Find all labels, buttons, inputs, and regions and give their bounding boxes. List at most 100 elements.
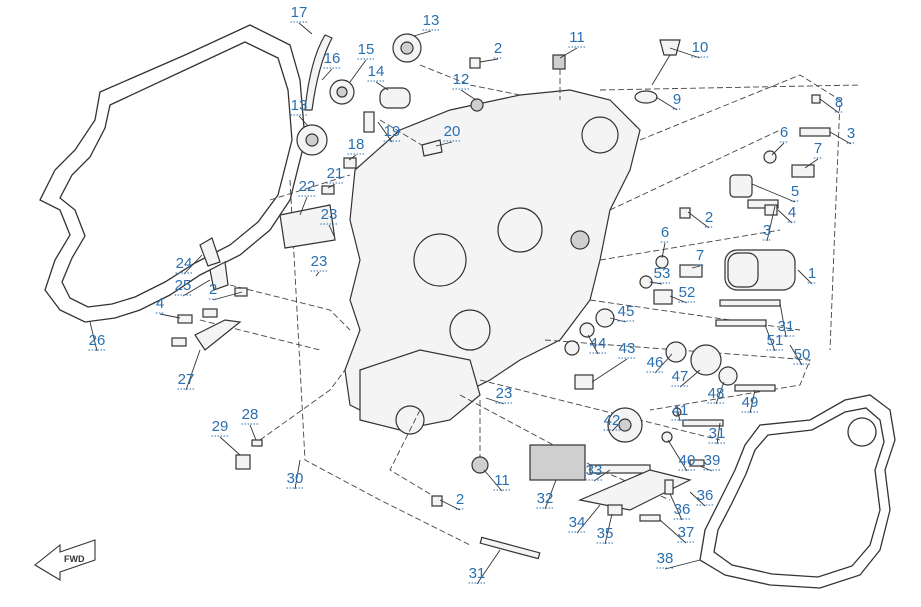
leader-line-30 [294,459,301,490]
leader-line-48 [715,381,725,405]
jet-18 [343,157,357,169]
bolt-4-left-b [171,337,187,347]
callout-labels: 1222233445667789101111121313141516171819… [88,4,856,584]
leader-line-2 [687,211,710,229]
callout-10: 10 [692,39,709,56]
leader-line-10 [669,47,701,59]
leader-line-6 [771,142,785,156]
leader-line-9 [655,96,678,111]
callout-11: 11 [494,472,510,489]
leader-line-28 [249,424,257,441]
leader-line-38 [664,559,701,570]
leader-line-11 [483,469,503,492]
callout-8: 8 [835,94,843,111]
callout-3: 3 [847,125,855,142]
seal-45 [595,308,615,328]
leader-line-40 [667,439,688,472]
leader-line-24 [183,254,203,275]
callout-24: 24 [176,255,193,272]
leader-line-34 [576,504,601,534]
dowel-2-top [469,57,481,69]
leader-line-16 [321,68,333,81]
leader-line-33 [593,469,611,482]
screen-11-bottom [471,456,489,474]
leader-line-46 [654,353,673,374]
callout-14: 14 [368,63,385,80]
callout-1: 1 [808,265,816,282]
leader-line-7 [691,265,701,269]
callout-35: 35 [597,525,614,542]
leader-line-47 [679,369,701,388]
leader-lines [89,22,852,585]
callout-43: 43 [619,340,636,357]
sleeve-14 [379,87,411,109]
crankcase-bearing-bore-top [581,116,619,154]
callout-38: 38 [657,550,674,567]
bushing-44 [564,340,580,356]
callout-7: 7 [696,247,704,264]
assembly-line [544,339,811,411]
plug-7-top [791,164,815,178]
leader-line-36 [669,493,683,521]
fitting-5 [729,174,753,198]
bearing-13-top-hub [400,41,414,55]
leader-line-23 [315,271,320,277]
callout-36: 36 [697,487,714,504]
right-gasket-inner [713,407,885,578]
liner-22 [279,204,336,249]
callout-31: 31 [778,318,795,335]
assembly-line [389,409,441,501]
gear-42-hub [618,418,632,432]
leader-line-51 [764,324,776,352]
crankcase-crank-bore [413,233,467,287]
assembly-line [599,84,861,91]
plug-29 [235,454,251,470]
callout-48: 48 [708,385,725,402]
callout-4: 4 [156,295,164,312]
leader-line-12 [460,89,477,101]
leader-line-43 [591,358,628,383]
assembly-line [419,64,521,96]
leader-line-37 [659,519,687,544]
callout-15: 15 [358,41,375,58]
callout-11: 11 [569,29,585,46]
callout-6: 6 [661,224,669,241]
leader-line-31 [716,422,721,445]
screen-11-top [552,54,566,70]
leader-line-49 [749,389,756,414]
callout-52: 52 [679,284,696,301]
bolt-37 [639,514,661,522]
plug-52 [653,289,673,305]
leader-line-29 [219,436,241,456]
callout-26: 26 [89,332,106,349]
leader-line-7 [804,158,819,169]
bolt-4-left-c [202,308,218,318]
leader-line-21 [327,183,336,189]
callout-4: 4 [788,204,796,221]
pipe-33 [589,464,651,474]
leader-line-35 [604,513,613,545]
callout-37: 37 [678,524,695,541]
callout-5: 5 [791,183,799,200]
callout-36: 36 [674,501,691,518]
strainer-32 [529,444,586,481]
callout-33: 33 [586,462,603,479]
pin-21 [321,185,335,195]
leader-line-23 [328,224,335,237]
callout-31: 31 [469,565,486,582]
bolt-39 [689,459,705,467]
bolt-36 [664,479,674,495]
crankcase-body [344,89,641,421]
leader-line-2 [439,499,461,511]
assembly-line [229,284,351,331]
leader-line-41 [677,411,681,422]
callout-41: 41 [672,402,689,419]
crankcase-bearing-bore-mid [497,207,543,253]
callout-23: 23 [311,253,328,270]
callout-9: 9 [673,91,681,108]
plug-7-low [679,264,703,278]
o-ring-9 [634,90,658,104]
leader-line-53 [649,281,663,285]
leader-line-1 [797,269,813,285]
bolt-31-bottom [479,536,541,560]
